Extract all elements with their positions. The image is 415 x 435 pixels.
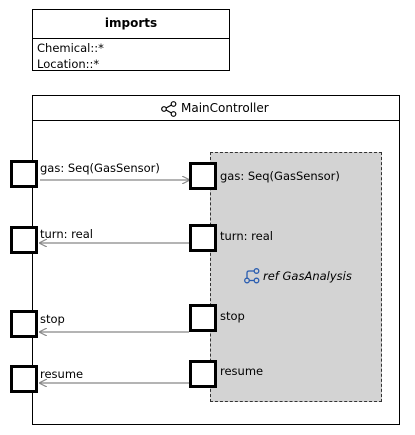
controller-header-divider xyxy=(33,120,399,121)
imports-title: imports xyxy=(104,16,158,30)
port-gas-outer[interactable] xyxy=(10,160,38,188)
label-stop-outer: stop xyxy=(40,312,65,326)
label-turn-inner: turn: real xyxy=(220,229,273,243)
label-gas-outer: gas: Seq(GasSensor) xyxy=(40,161,160,175)
controller-title: MainController xyxy=(181,101,269,115)
port-turn-outer[interactable] xyxy=(10,226,38,254)
imports-divider xyxy=(33,38,229,39)
import-location: Location::* xyxy=(37,57,100,71)
controller-icon xyxy=(161,101,177,117)
import-chemical: Chemical::* xyxy=(37,41,104,55)
label-gas-inner: gas: Seq(GasSensor) xyxy=(220,169,340,183)
label-resume-inner: resume xyxy=(220,364,264,378)
imports-box: imports Chemical::* Location::* xyxy=(32,9,230,71)
module-ref-icon xyxy=(244,268,260,284)
ref-module-label: ref GasAnalysis xyxy=(263,269,352,283)
port-resume-outer[interactable] xyxy=(10,365,38,393)
label-turn-outer: turn: real xyxy=(40,227,93,241)
port-gas-inner[interactable] xyxy=(189,162,217,190)
label-stop-inner: stop xyxy=(220,309,245,323)
ref-module-gasanalysis[interactable] xyxy=(210,152,382,402)
label-resume-outer: resume xyxy=(40,367,84,381)
port-stop-outer[interactable] xyxy=(10,310,38,338)
port-turn-inner[interactable] xyxy=(189,224,217,252)
port-stop-inner[interactable] xyxy=(189,304,217,332)
port-resume-inner[interactable] xyxy=(189,360,217,388)
